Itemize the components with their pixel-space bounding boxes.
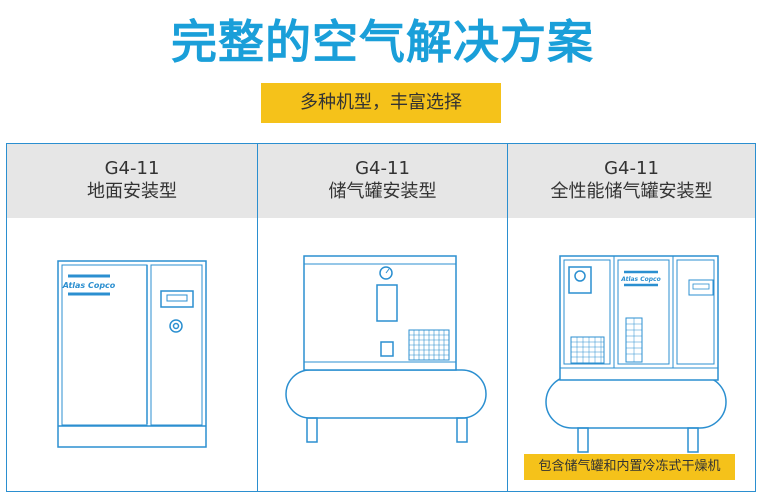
model-name: G4-11 bbox=[355, 158, 410, 179]
column-header: G4-11 全性能储气罐安装型 bbox=[508, 144, 755, 218]
choice-banner: 多种机型，丰富选择 bbox=[261, 83, 501, 123]
column-tank-mounted: G4-11 储气罐安装型 bbox=[257, 144, 507, 491]
brand-logo: Atlas Copco bbox=[620, 276, 660, 283]
dryer-note: 包含储气罐和内置冷冻式干燥机 bbox=[524, 454, 735, 480]
column-floor-mounted: G4-11 地面安装型 Atlas Copco bbox=[7, 144, 257, 491]
model-type: 地面安装型 bbox=[87, 181, 177, 202]
tank-mounted-compressor-icon bbox=[285, 255, 487, 443]
model-name: G4-11 bbox=[604, 158, 659, 179]
column-header: G4-11 地面安装型 bbox=[7, 144, 257, 218]
full-feature-compressor-icon: Atlas Copco bbox=[545, 255, 727, 453]
model-type: 储气罐安装型 bbox=[328, 181, 437, 202]
model-name: G4-11 bbox=[104, 158, 160, 179]
model-type: 全性能储气罐安装型 bbox=[550, 181, 713, 202]
column-header: G4-11 储气罐安装型 bbox=[258, 144, 507, 218]
floor-mounted-compressor-icon: Atlas Copco bbox=[57, 260, 207, 448]
column-full-feature: G4-11 全性能储气罐安装型 bbox=[507, 144, 755, 491]
page-title: 完整的空气解决方案 bbox=[171, 15, 594, 69]
brand-logo: Atlas Copco bbox=[62, 281, 116, 290]
product-table: G4-11 地面安装型 Atlas Copco G4-11 储气罐安装型 bbox=[6, 143, 756, 492]
